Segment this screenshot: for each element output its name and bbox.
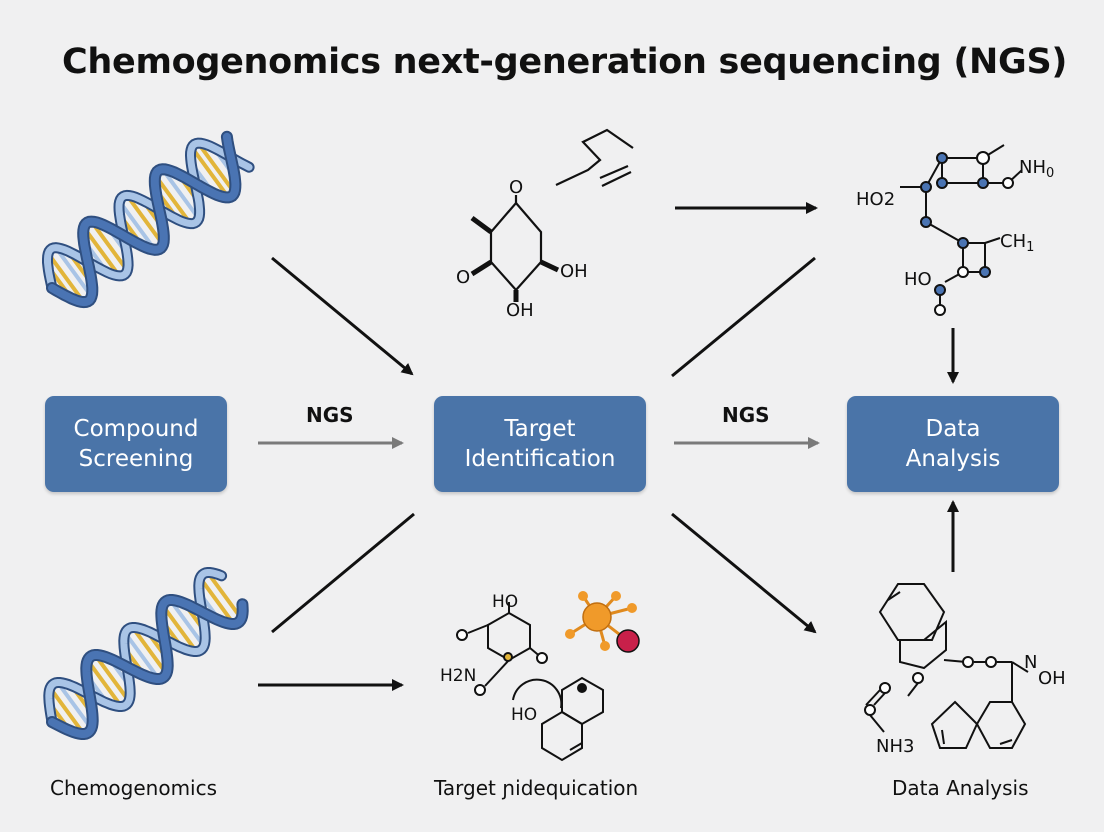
atom-label: HO: [492, 592, 518, 612]
dna-base-pair: [131, 626, 168, 675]
arrow-target-to-bottom-right: [671, 512, 817, 634]
box-label: Target Identification: [464, 416, 616, 472]
dna-base-pair: [123, 631, 161, 681]
dna-strand: [48, 596, 247, 738]
dna-helix-icon: [42, 130, 255, 309]
atom-label: H2N: [440, 666, 476, 686]
dna-base-pair: [46, 252, 86, 304]
dna-base-pair: [82, 226, 121, 278]
arrows: [258, 202, 959, 691]
dna-base-pair: [89, 220, 129, 272]
target-identification-box: Target Identification: [434, 396, 646, 492]
atom-label: OH: [506, 300, 534, 321]
diagram-title: Chemogenomics next-generation sequencing…: [62, 42, 1068, 82]
ngs-label-right: NGS: [722, 403, 770, 427]
dna-base-pair: [190, 146, 231, 199]
atom-label: HO: [511, 705, 537, 725]
caption-target: Target ɲidequication: [434, 776, 639, 800]
dna-base-pair: [86, 659, 123, 708]
dna-base-pair: [48, 686, 86, 736]
dna-base-pair: [168, 598, 206, 648]
dna-base-pair: [198, 576, 236, 626]
caption-chemogenomics: Chemogenomics: [50, 776, 218, 800]
box-label: Compound Screening: [73, 416, 199, 472]
dna-base-pair: [118, 200, 157, 251]
dna-base-pair: [125, 194, 165, 246]
molecule-right-bottom: N OH NH3: [864, 583, 1066, 757]
atom-label: HO: [904, 269, 932, 290]
dna-base-pair: [196, 141, 236, 194]
atom-label: NH3: [876, 736, 914, 757]
line-target-to-top-right: [671, 256, 816, 378]
dna-base-pair: [54, 246, 94, 298]
atom-label: NH0: [1019, 157, 1054, 181]
atom-label: CH1: [1000, 231, 1034, 255]
dna-base-pair: [153, 174, 193, 225]
caption-data-analysis: Data Analysis: [892, 776, 1029, 800]
dna-base-pair: [161, 604, 198, 653]
dna-helix-icon: [43, 567, 249, 740]
dna-base-pair: [93, 653, 131, 703]
atom-label: O: [456, 267, 470, 288]
atom-label: O: [509, 177, 523, 198]
box-label: Data Analysis: [905, 416, 1001, 472]
molecule-icon: [565, 591, 640, 653]
compound-screening-box: Compound Screening: [45, 396, 227, 492]
molecule-right-top: NH0 HO2 CH1 HO: [856, 144, 1054, 316]
dna-base-pair: [206, 571, 243, 620]
atom-label: HO2: [856, 189, 895, 210]
dna-strand: [44, 139, 253, 292]
line-target-to-bottom-left: [271, 512, 415, 634]
atom-label: OH: [1038, 668, 1066, 689]
atom-label: OH: [560, 261, 588, 282]
molecule-center-bottom: HO H2N HO: [440, 592, 604, 762]
atom-label: N: [1024, 652, 1037, 673]
molecule-center-top: O O OH OH: [456, 128, 634, 321]
dna-base-pair: [56, 681, 93, 730]
dna-strand: [48, 132, 240, 307]
ngs-label-left: NGS: [306, 403, 354, 427]
arrow-dna-to-target: [271, 256, 414, 376]
dna-base-pair: [161, 168, 201, 220]
data-analysis-box: Data Analysis: [847, 396, 1059, 492]
